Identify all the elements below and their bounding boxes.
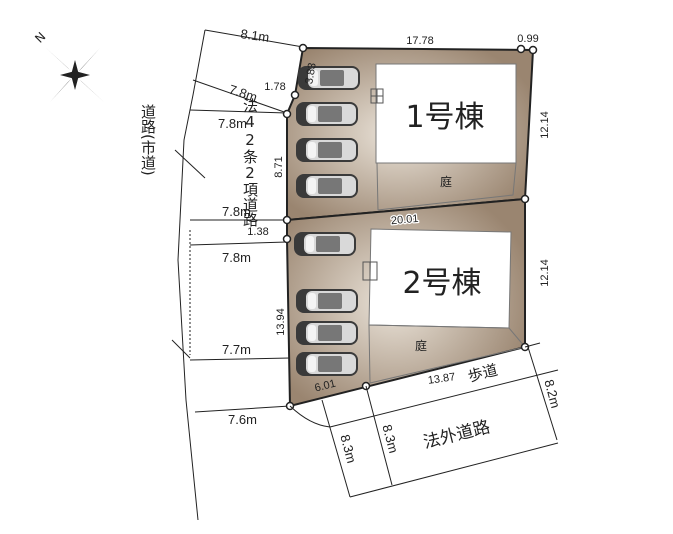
garden-label: 庭 xyxy=(415,338,427,353)
dimension-label: 8.71 xyxy=(273,156,285,177)
dimension-label: 13.94 xyxy=(275,308,287,336)
car-icon xyxy=(296,321,358,345)
building-1-label: 1号棟 xyxy=(405,100,484,135)
road-name-label: 法外道路 xyxy=(421,417,492,453)
dimension-label: 0.99 xyxy=(517,33,538,45)
dimension-label: 17.78 xyxy=(406,35,434,47)
dimension-label: 12.14 xyxy=(539,111,551,139)
left-road: 法42条2項道路 道路(市道) 8.1m 7.8m 7.8m 7.8m 7.8m… xyxy=(130,26,304,521)
building-2-label: 2号棟 xyxy=(402,266,481,301)
sidewalk-label: 歩道 xyxy=(466,361,499,386)
width-label: 7.6m xyxy=(228,412,257,427)
boundary-points xyxy=(282,43,538,411)
width-label: 8.3m xyxy=(337,433,359,465)
lot-2: 2号棟 庭 12.14 13.94 1.38 6.01 13.87 xyxy=(247,197,551,408)
width-label: 7.8m xyxy=(222,250,251,265)
road-label-city: 道路(市道) xyxy=(139,104,157,176)
width-label: 8.1m xyxy=(240,26,271,45)
car-icon xyxy=(296,174,358,198)
north-label: N xyxy=(32,30,48,46)
car-icon xyxy=(294,232,356,256)
width-label: 8.3m xyxy=(379,423,401,455)
width-label: 7.8m xyxy=(218,116,247,131)
dimension-label: 20.01 xyxy=(391,213,419,227)
width-label: 7.7m xyxy=(222,342,251,357)
dimension-label: 13.87 xyxy=(427,371,456,387)
garden-label: 庭 xyxy=(440,174,452,189)
car-icon xyxy=(296,102,358,126)
car-icon xyxy=(296,352,358,376)
dimension-label: 1.78 xyxy=(264,81,285,93)
dimension-label: 6.01 xyxy=(313,378,337,395)
car-icon xyxy=(296,289,358,313)
dimension-label: 12.14 xyxy=(539,259,551,287)
dimension-label: 3.83 xyxy=(303,62,319,85)
width-label: 7.8m xyxy=(222,204,251,219)
compass: N xyxy=(32,30,104,102)
car-icon xyxy=(296,138,358,162)
width-label: 8.2m xyxy=(541,378,563,410)
lot-1: 1号棟 庭 17.78 0.99 12.14 8.71 3.83 1.78 xyxy=(264,33,551,222)
building-1 xyxy=(375,63,517,164)
dimension-label: 1.38 xyxy=(247,226,268,238)
